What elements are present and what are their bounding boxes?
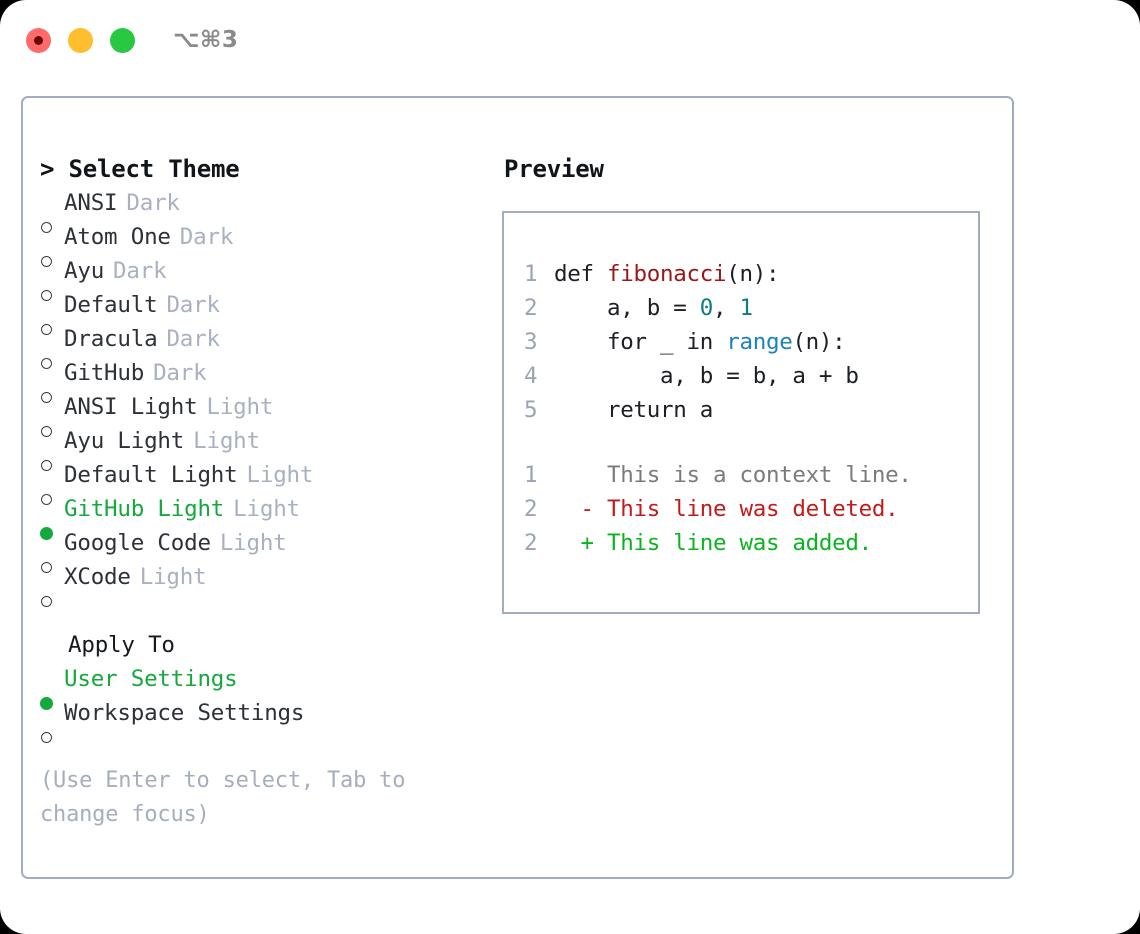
diff-snippet: 1 This is a context line.2 - This line w…: [524, 458, 978, 560]
theme-option-label: GitHub Light: [64, 496, 225, 522]
code-token: a, b = b, a + b: [554, 363, 859, 389]
diff-line: 2 - This line was deleted.: [524, 492, 978, 526]
code-line: 1 def fibonacci(n):: [524, 257, 978, 291]
theme-option-label: Ayu Light: [64, 428, 185, 454]
code-token: return a: [554, 397, 713, 423]
diff-line: 1 This is a context line.: [524, 458, 978, 492]
theme-option-variant-tag: Dark: [153, 360, 207, 386]
code-token: 1: [739, 295, 753, 321]
theme-option[interactable]: ANSI Light Light: [40, 390, 501, 437]
code-line: 4 a, b = b, a + b: [524, 359, 978, 393]
theme-option[interactable]: Default Light Light: [40, 458, 501, 505]
theme-option-label: Google Code: [64, 530, 211, 556]
theme-option-label: Ayu: [64, 258, 105, 284]
theme-option[interactable]: Google Code Light: [40, 526, 501, 573]
line-number: 2: [524, 295, 538, 321]
code-token: ,: [712, 295, 740, 321]
theme-option-variant-tag: Light: [193, 428, 260, 454]
theme-option-label: XCode: [64, 564, 131, 590]
maximize-button[interactable]: [110, 27, 135, 53]
apply-to-option-label: User Settings: [64, 666, 238, 692]
theme-option[interactable]: GitHub Light Light: [40, 492, 501, 540]
apply-to-option[interactable]: User Settings: [40, 662, 501, 710]
theme-option-variant-tag: Dark: [166, 326, 220, 352]
diff-line-text: + This line was added.: [554, 530, 872, 556]
theme-option[interactable]: Ayu Dark: [40, 254, 501, 301]
theme-option[interactable]: ANSI Dark: [40, 186, 501, 233]
theme-option-label: Default: [64, 292, 158, 318]
theme-option-label: Default Light: [64, 462, 238, 488]
theme-option-label: ANSI: [64, 190, 118, 216]
code-token: range: [726, 329, 793, 355]
theme-option-variant-tag: Dark: [179, 224, 234, 250]
apply-to-option[interactable]: Workspace Settings: [40, 696, 501, 743]
select-theme-heading: > Select Theme: [40, 155, 240, 183]
code-token: for _ in: [554, 329, 727, 355]
preview-heading: Preview: [504, 155, 604, 183]
minimize-button[interactable]: [68, 27, 93, 53]
theme-option[interactable]: Ayu Light Light: [40, 424, 501, 471]
theme-option-variant-tag: Light: [233, 496, 300, 522]
theme-option-variant-tag: Light: [219, 530, 287, 556]
keyboard-shortcut-label: ⌥⌘3: [173, 27, 239, 53]
theme-option-label: Dracula: [64, 326, 158, 352]
code-line: 2 a, b = 0, 1: [524, 291, 978, 325]
theme-option-variant-tag: Dark: [166, 292, 220, 318]
line-number: 1: [524, 462, 538, 488]
theme-option-variant-tag: Dark: [126, 190, 180, 216]
code-token: 0: [699, 295, 714, 321]
theme-option[interactable]: Default Dark: [40, 288, 501, 335]
code-line: 5 return a: [524, 393, 978, 427]
close-button[interactable]: [26, 27, 51, 53]
apply-to-option-label: Workspace Settings: [64, 700, 305, 726]
line-number: 2: [524, 530, 538, 556]
diff-line-text: - This line was deleted.: [554, 496, 899, 522]
theme-option[interactable]: Atom One Dark: [40, 220, 501, 267]
theme-option[interactable]: GitHub Dark: [40, 356, 501, 403]
diff-line-text: This is a context line.: [554, 462, 912, 488]
keyboard-hint-text: (Use Enter to select, Tab to change focu…: [40, 768, 406, 827]
traffic-lights: [26, 27, 135, 53]
title-bar: ⌥⌘3: [0, 0, 1140, 80]
code-line: 3 for _ in range(n):: [524, 325, 978, 359]
line-number: 4: [524, 363, 538, 389]
theme-option-variant-tag: Light: [139, 564, 207, 590]
theme-option-label: GitHub: [64, 360, 145, 386]
theme-option-variant-tag: Light: [206, 394, 274, 420]
theme-option-variant-tag: Dark: [113, 258, 167, 284]
line-number: 1: [524, 261, 538, 287]
line-number: 5: [524, 397, 538, 423]
code-token: (n):: [792, 329, 846, 355]
theme-option[interactable]: XCode Light: [40, 560, 501, 607]
code-token: a, b =: [554, 295, 700, 321]
theme-option-label: ANSI Light: [64, 394, 198, 420]
apply-to-heading: Apply To: [68, 632, 175, 658]
code-token: fibonacci: [607, 261, 727, 287]
theme-option-variant-tag: Light: [246, 462, 314, 488]
theme-option[interactable]: Dracula Dark: [40, 322, 501, 369]
diff-line: 2 + This line was added.: [524, 526, 978, 560]
theme-option-label: Atom One: [64, 224, 171, 250]
code-token: (n):: [726, 261, 780, 287]
code-token: def: [554, 261, 607, 287]
line-number: 3: [524, 329, 538, 355]
line-number: 2: [524, 496, 538, 522]
